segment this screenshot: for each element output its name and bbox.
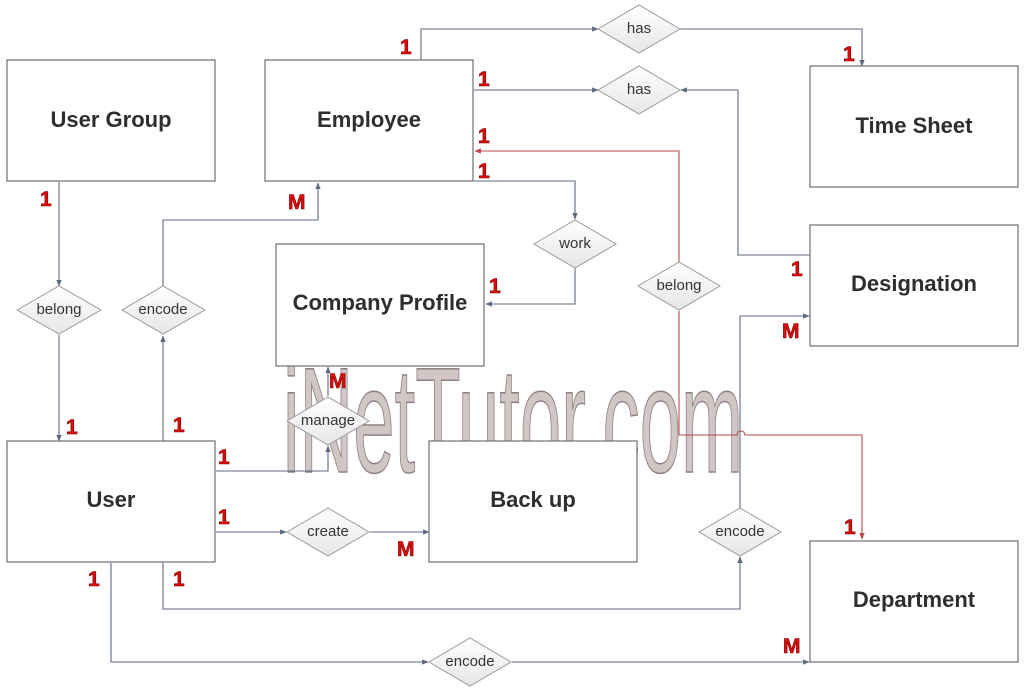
connector-employee-work-b bbox=[485, 268, 576, 307]
relationship-manage[interactable]: manage bbox=[286, 396, 370, 446]
entity-employee[interactable]: Employee bbox=[264, 59, 474, 182]
connector-user-manage-a bbox=[216, 445, 331, 472]
relationship-label: has bbox=[627, 81, 651, 98]
relationship-label: encode bbox=[445, 653, 494, 670]
cardinality-label: 1 bbox=[173, 414, 185, 437]
cardinality-label: M bbox=[783, 635, 801, 658]
entity-label: Department bbox=[853, 587, 976, 612]
entity-back-up[interactable]: Back up bbox=[428, 440, 638, 563]
cardinality-label: M bbox=[397, 538, 415, 561]
relationship-encode-department[interactable]: encode bbox=[428, 637, 512, 687]
connector-user-encode-department-a bbox=[110, 563, 429, 665]
cardinality-label: M bbox=[782, 320, 800, 343]
relationship-label: encode bbox=[138, 301, 187, 318]
cardinality-label: 1 bbox=[66, 416, 78, 439]
cardinality-label: 1 bbox=[88, 568, 100, 591]
relationship-has-designation[interactable]: has bbox=[597, 65, 681, 115]
cardinality-label: 1 bbox=[400, 36, 412, 59]
entity-department[interactable]: Department bbox=[809, 540, 1019, 663]
relationship-has-timesheet[interactable]: has bbox=[597, 4, 681, 54]
connector-employee-has-timesheet-a bbox=[420, 26, 599, 60]
cardinality-labels: 1 1 1 1 1 1 M 1 1 M M 1 1 1 1 M 1 1 1 M bbox=[40, 36, 857, 659]
cardinality-label: 1 bbox=[218, 506, 230, 529]
entity-user[interactable]: User bbox=[6, 440, 216, 563]
cardinality-label: 1 bbox=[478, 125, 490, 148]
relationship-label: create bbox=[307, 523, 349, 540]
cardinality-label: 1 bbox=[844, 516, 856, 539]
entity-label: User Group bbox=[50, 107, 171, 132]
entity-label: Designation bbox=[851, 271, 977, 296]
relationship-belong-usergroup[interactable]: belong bbox=[15, 285, 103, 335]
entity-label: Time Sheet bbox=[856, 113, 974, 138]
relationship-create[interactable]: create bbox=[286, 507, 370, 557]
relationship-label: has bbox=[627, 20, 651, 37]
cardinality-label: 1 bbox=[218, 446, 230, 469]
entity-label: Employee bbox=[317, 107, 421, 132]
connector-employee-has-timesheet-b bbox=[680, 28, 865, 67]
cardinality-label: 1 bbox=[791, 258, 803, 281]
relationship-work[interactable]: work bbox=[533, 219, 617, 269]
relationship-label: belong bbox=[36, 301, 81, 318]
cardinality-label: 1 bbox=[843, 43, 855, 66]
cardinality-label: 1 bbox=[40, 188, 52, 211]
entity-user-group[interactable]: User Group bbox=[6, 59, 216, 182]
entity-designation[interactable]: Designation bbox=[809, 224, 1019, 347]
relationship-belong-department[interactable]: belong bbox=[637, 261, 721, 311]
relationship-label: work bbox=[558, 235, 591, 252]
relationship-label: manage bbox=[301, 412, 355, 429]
relationship-label: encode bbox=[715, 523, 764, 540]
cardinality-label: M bbox=[329, 370, 347, 393]
connector-user-encode-employee-b bbox=[162, 182, 321, 286]
relationship-label: belong bbox=[656, 277, 701, 294]
cardinality-label: 1 bbox=[489, 275, 501, 298]
relationship-encode-designation[interactable]: encode bbox=[698, 507, 782, 557]
connectors bbox=[56, 26, 865, 665]
entity-label: Company Profile bbox=[293, 290, 468, 315]
cardinality-label: 1 bbox=[478, 160, 490, 183]
cardinality-label: 1 bbox=[173, 568, 185, 591]
connector-user-encode-designation-b bbox=[739, 313, 810, 508]
cardinality-label: M bbox=[288, 191, 306, 214]
connector-employee-belong-b bbox=[678, 311, 865, 540]
entity-label: Back up bbox=[490, 487, 576, 512]
relationship-encode-employee[interactable]: encode bbox=[121, 285, 207, 335]
entity-label: User bbox=[87, 487, 136, 512]
entity-company-profile[interactable]: Company Profile bbox=[275, 243, 485, 367]
entity-time-sheet[interactable]: Time Sheet bbox=[809, 65, 1019, 188]
connector-user-encode-designation-a bbox=[162, 556, 743, 610]
connector-employee-belong-a bbox=[474, 148, 680, 262]
connector-employee-work-a bbox=[474, 180, 578, 220]
connector-employee-has-designation-b bbox=[680, 87, 810, 256]
cardinality-label: 1 bbox=[478, 68, 490, 91]
